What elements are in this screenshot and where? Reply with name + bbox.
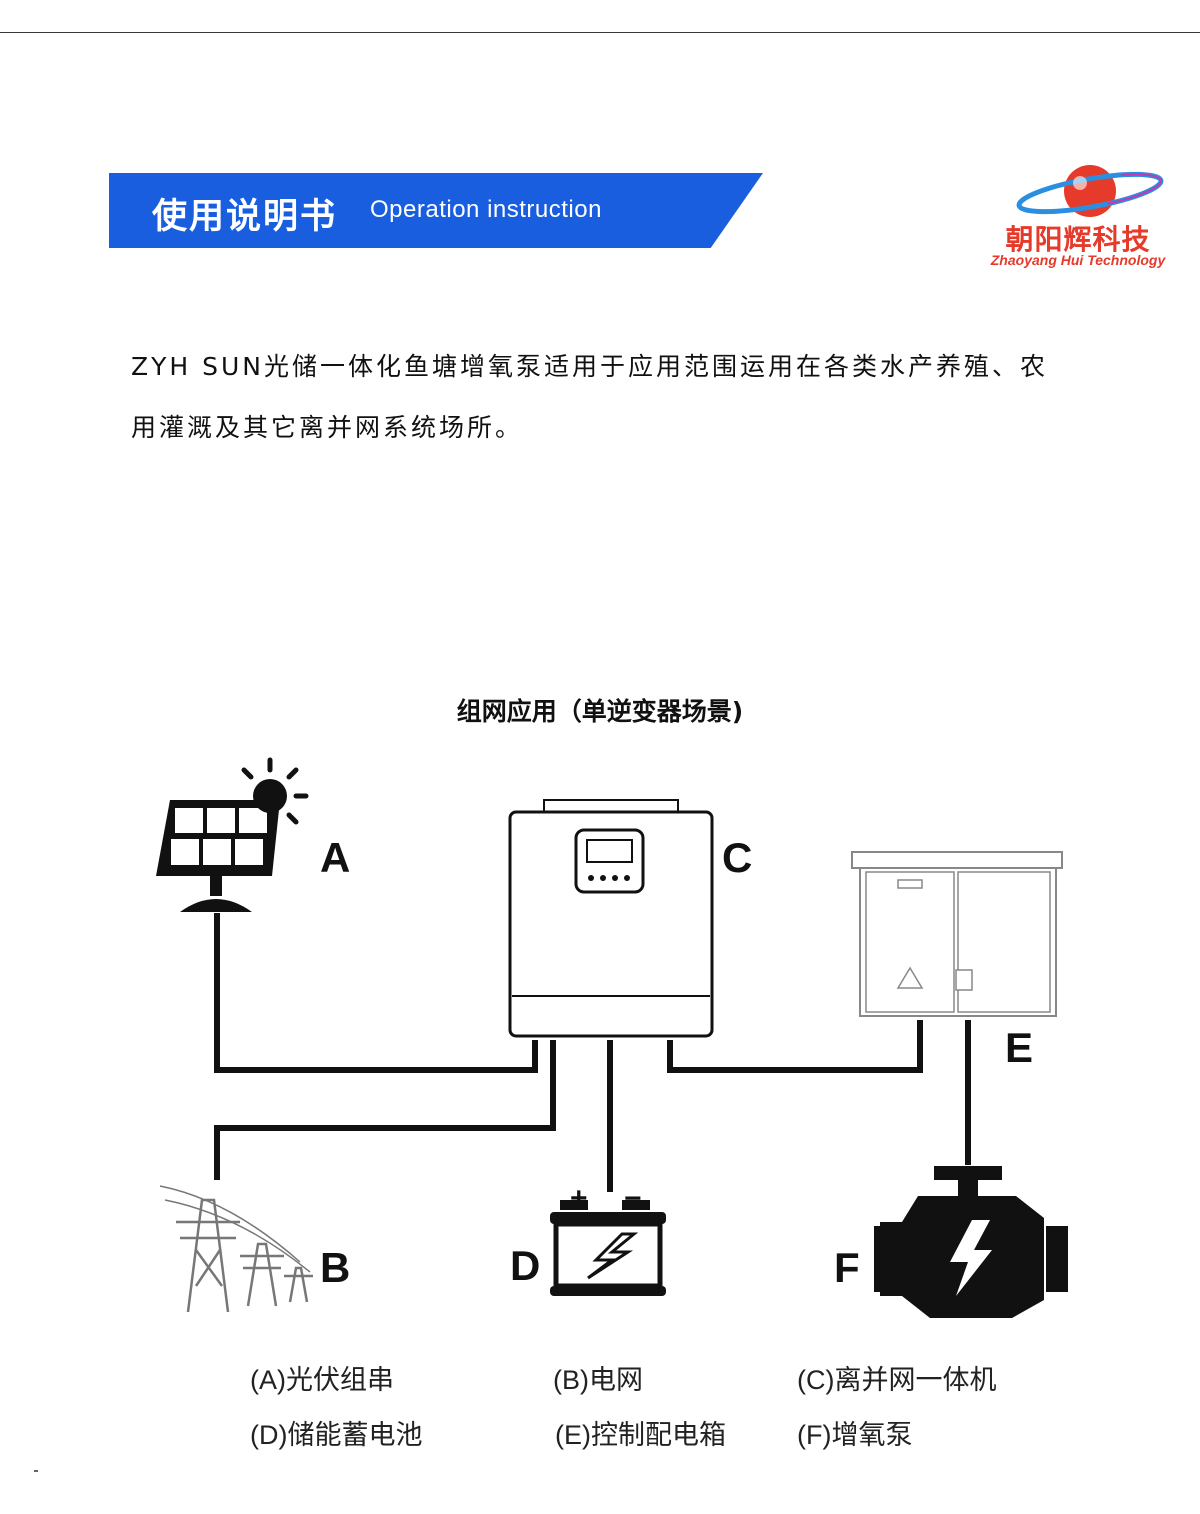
inverter-icon [508,799,714,1038]
page-mark [34,1470,38,1472]
page-title: 使用说明书 [152,197,338,237]
battery-minus-symbol: − [624,1182,642,1215]
page-subtitle: Operation instruction [370,196,602,223]
line-a-to-c [214,913,538,1073]
company-name-en: Zhaoyang Hui Technology [990,252,1166,268]
node-label-c: C [722,834,752,881]
header-banner [109,173,763,248]
legend-item-f: (F)增氧泵 [797,1420,913,1450]
connection-lines [214,913,971,1192]
diagram-title: 组网应用（单逆变器场景) [456,697,744,726]
solar-panel-icon [156,757,309,912]
intro-paragraph: ZYH SUN光储一体化鱼塘增氧泵适用于应用范围运用在各类水产养殖、农 用灌溉及… [131,336,1131,458]
legend-item-b: (B)电网 [553,1365,643,1395]
node-label-f: F [834,1244,860,1291]
battery-plus-symbol: + [570,1182,588,1215]
power-tower-icon [159,1185,313,1313]
line-b-to-c [214,1040,556,1180]
node-label-d: D [510,1242,540,1289]
company-name-cn: 朝阳辉科技 [1005,223,1151,256]
legend-item-e: (E)控制配电箱 [555,1420,726,1450]
top-divider [0,32,1200,33]
node-label-e: E [1005,1024,1033,1071]
node-label-b: B [320,1244,350,1291]
legend-item-d: (D)储能蓄电池 [250,1420,423,1450]
intro-line-2: 用灌溉及其它离并网系统场所。 [131,413,524,442]
distribution-box-icon [851,851,1063,1017]
motor-pump-icon [874,1166,1068,1318]
legend-item-c: (C)离并网一体机 [797,1365,997,1395]
battery-icon: + − [550,1182,666,1296]
line-c-to-e [667,1020,923,1073]
network-diagram: A C E B + − [156,757,1068,1318]
legend-item-a: (A)光伏组串 [250,1365,394,1395]
node-label-a: A [320,834,350,881]
company-logo-icon [1016,165,1164,217]
intro-line-1: ZYH SUN光储一体化鱼塘增氧泵适用于应用范围运用在各类水产养殖、农 [131,352,1049,381]
